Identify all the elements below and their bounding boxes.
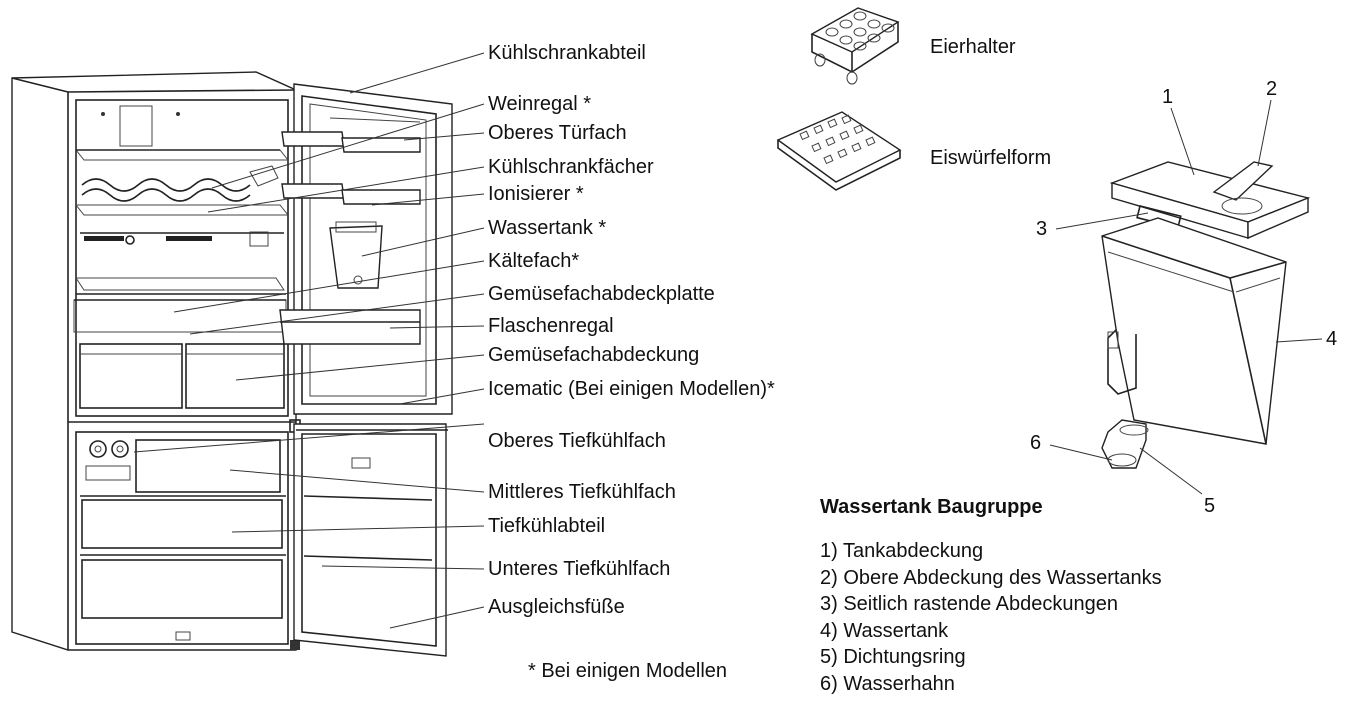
label-wine-rack: Weinregal *: [488, 92, 591, 116]
ice-tray-drawing: [778, 112, 900, 190]
label-leveling-feet: Ausgleichsfüße: [488, 595, 625, 619]
tank-callout-2: 2: [1266, 78, 1277, 100]
label-lower-freezer-drawer: Unteres Tiefkühlfach: [488, 557, 670, 581]
label-middle-freezer-drawer: Mittleres Tiefkühlfach: [488, 480, 676, 504]
tank-assembly-item: 6) Wasserhahn: [820, 671, 1162, 698]
tank-assembly-item: 1) Tankabdeckung: [820, 538, 1162, 565]
tank-assembly-item: 3) Seitlich rastende Abdeckungen: [820, 591, 1162, 618]
tank-callout-6: 6: [1030, 432, 1041, 454]
label-crisper-cover-plate: Gemüsefachabdeckplatte: [488, 282, 715, 306]
tank-assembly-title: Wassertank Baugruppe: [820, 496, 1043, 519]
label-ice-tray: Eiswürfelform: [930, 146, 1051, 170]
label-fridge-shelves: Kühlschrankfächer: [488, 155, 654, 179]
fridge-door-drawing: [280, 84, 452, 656]
label-upper-freezer-drawer: Oberes Tiefkühlfach: [488, 429, 666, 453]
tank-assembly-item: 4) Wassertank: [820, 618, 1162, 645]
label-fridge-compartment: Kühlschrankabteil: [488, 41, 646, 65]
tank-assembly-list: 1) Tankabdeckung 2) Obere Abdeckung des …: [820, 538, 1162, 697]
water-tank-drawing: [1102, 162, 1308, 468]
label-egg-holder: Eierhalter: [930, 35, 1016, 59]
label-crisper-cover: Gemüsefachabdeckung: [488, 343, 699, 367]
tank-assembly-item: 5) Dichtungsring: [820, 644, 1162, 671]
tank-callout-1: 1: [1162, 86, 1173, 108]
fridge-drawing: [12, 72, 300, 650]
label-ionizer: Ionisierer *: [488, 182, 584, 206]
tank-callout-3: 3: [1036, 218, 1047, 240]
footnote: * Bei einigen Modellen: [528, 660, 727, 683]
tank-callout-4: 4: [1326, 328, 1337, 350]
tank-assembly-item: 2) Obere Abdeckung des Wassertanks: [820, 565, 1162, 592]
tank-callout-5: 5: [1204, 495, 1215, 517]
egg-holder-drawing: [812, 8, 898, 84]
label-upper-door-shelf: Oberes Türfach: [488, 121, 627, 145]
label-water-tank: Wassertank *: [488, 216, 606, 240]
label-icematic: Icematic (Bei einigen Modellen)*: [488, 377, 775, 401]
label-freezer-compartment: Tiefkühlabteil: [488, 514, 605, 538]
label-chiller: Kältefach*: [488, 249, 579, 273]
label-bottle-shelf: Flaschenregal: [488, 314, 614, 338]
